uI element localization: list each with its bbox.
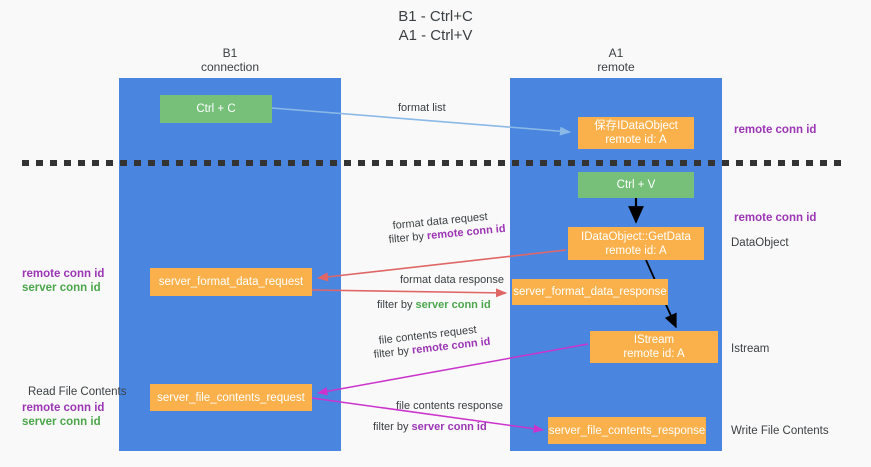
edge-label-file-contents-response-filter-prefix: filter by <box>373 421 412 433</box>
node-ctrl-c-label: Ctrl + C <box>196 103 236 115</box>
edge-label-format-data-request-filter-prefix: filter by <box>388 230 428 246</box>
node-save-idataobject-line-2: remote id: A <box>605 134 667 146</box>
annotation-remote-conn-id-mid: remote conn id <box>734 212 817 224</box>
edge-label-file-contents-response-filter-key: server conn id <box>411 421 487 433</box>
edge-label-format-list: format list <box>398 101 446 115</box>
node-server-format-data-request[interactable]: server_format_data_request <box>150 268 312 296</box>
node-istream[interactable]: IStream remote id: A <box>590 331 718 363</box>
arrow-format-data-request <box>316 249 567 282</box>
node-istream-line-1: IStream <box>633 334 675 346</box>
node-server-file-contents-request-label: server_file_contents_request <box>157 391 305 404</box>
column-header-b1: B1 connection <box>119 46 341 74</box>
node-ctrl-c[interactable]: Ctrl + C <box>160 95 272 123</box>
annotation-write-file-contents: Write File Contents <box>731 425 829 437</box>
node-ctrl-v-label: Ctrl + V <box>616 179 656 191</box>
node-server-format-data-response[interactable]: server_format_data_response <box>512 279 668 305</box>
annotation-server-conn-id-left-mid: server conn id <box>22 282 101 294</box>
annotation-server-conn-id-left-bottom: server conn id <box>22 416 101 428</box>
edge-label-format-data-response-filter-prefix: filter by <box>377 299 416 311</box>
node-istream-line-2: remote id: A <box>623 348 685 360</box>
node-server-format-data-response-label: server_format_data_response <box>513 286 667 298</box>
edge-label-format-data-response-text: format data response <box>400 274 504 286</box>
edge-label-file-contents-response-text: file contents response <box>396 400 504 412</box>
node-idataobject-getdata-line-1: IDataObject::GetData <box>581 230 691 243</box>
node-server-file-contents-request[interactable]: server_file_contents_request <box>150 384 312 411</box>
node-ctrl-v[interactable]: Ctrl + V <box>578 172 694 198</box>
edge-label-file-contents-response: file contents response <box>396 399 503 413</box>
column-header-a1: A1 remote <box>510 46 722 74</box>
node-server-format-data-request-label: server_format_data_request <box>158 276 304 288</box>
edge-label-format-list-text: format list <box>398 102 446 114</box>
annotation-remote-conn-id-left-bottom: remote conn id <box>22 402 105 414</box>
arrow-format-data-response <box>311 288 508 298</box>
column-header-b1-name: B1 <box>222 46 238 60</box>
annotation-dataobject: DataObject <box>731 237 789 249</box>
annotation-remote-conn-id-top: remote conn id <box>734 124 817 136</box>
node-save-idataobject-line-1: 保存IDataObject <box>594 120 678 132</box>
diagram-title: B1 - Ctrl+C A1 - Ctrl+V <box>0 7 871 45</box>
phase-divider <box>22 160 846 166</box>
arrow-file-contents-request <box>316 343 589 396</box>
edge-label-file-contents-response-filter: filter by server conn id <box>373 420 487 434</box>
annotation-group-conn-ids-bottom: remote conn id server conn id <box>22 401 104 429</box>
diagram-title-line-1: B1 - Ctrl+C <box>398 8 473 25</box>
edge-label-format-data-response-filter: filter by server conn id <box>377 298 491 312</box>
annotation-istream: Istream <box>731 343 770 355</box>
column-header-a1-role: remote <box>597 60 635 74</box>
node-idataobject-getdata[interactable]: IDataObject::GetData remote id: A <box>568 227 704 260</box>
node-server-file-contents-response-label: server_file_contents_response <box>548 424 706 437</box>
diagram-title-line-2: A1 - Ctrl+V <box>398 27 473 44</box>
column-header-b1-role: connection <box>200 60 260 74</box>
annotation-group-conn-ids-mid: remote conn id server conn id <box>22 267 104 295</box>
annotation-remote-conn-id-left-mid: remote conn id <box>22 268 105 280</box>
edge-label-format-data-response: format data response <box>400 273 504 287</box>
arrow-format-list <box>271 107 572 136</box>
node-idataobject-getdata-line-2: remote id: A <box>605 244 667 257</box>
edge-label-format-data-response-filter-key: server conn id <box>415 299 491 311</box>
node-server-file-contents-response[interactable]: server_file_contents_response <box>548 417 706 444</box>
column-header-a1-name: A1 <box>608 46 624 60</box>
node-save-idataobject[interactable]: 保存IDataObject remote id: A <box>578 117 694 149</box>
arrow-file-contents-response <box>311 397 545 433</box>
annotation-read-file-contents: Read File Contents <box>28 386 127 398</box>
